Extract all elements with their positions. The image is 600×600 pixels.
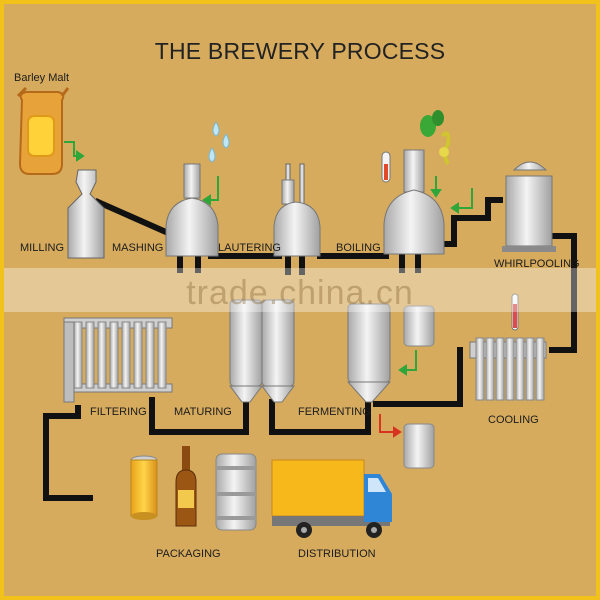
label-whirlpooling: WHIRLPOOLING <box>494 258 580 270</box>
keg-icon <box>215 453 257 531</box>
label-distribution: DISTRIBUTION <box>298 548 376 560</box>
arrow-hops-to-boiling-icon <box>450 188 473 214</box>
mash-tun-icon <box>165 163 219 257</box>
barley-malt-sack-icon <box>16 86 70 175</box>
whirlpool-tank-icon <box>502 161 556 252</box>
yeast-canister-icon <box>403 305 435 347</box>
arrow-malt-to-milling-icon <box>64 141 85 162</box>
pipes <box>43 197 577 501</box>
pipe-boiling-to-whirlpool <box>429 197 503 247</box>
arrow-fermenting-out-icon <box>379 414 402 438</box>
label-lautering: LAUTERING <box>218 242 281 254</box>
pipe-cooling-to-fermenting <box>373 347 463 407</box>
arrow-water-to-mashing-icon <box>202 176 219 206</box>
label-packaging: PACKAGING <box>156 548 221 560</box>
delivery-truck-icon <box>271 459 392 538</box>
hops-icon <box>420 110 451 166</box>
label-boiling: BOILING <box>336 242 381 254</box>
pipe-filtering-to-packaging <box>43 405 93 501</box>
arrow-kettle-down-icon <box>430 176 442 198</box>
diagram-canvas <box>16 86 577 538</box>
watermark-band <box>4 268 596 312</box>
pipe-milling-to-mashing <box>94 198 170 236</box>
pipe-maturing-to-filtering <box>149 397 249 435</box>
label-fermenting: FERMENTING <box>298 406 371 418</box>
mill-icon <box>67 169 105 259</box>
diagram-title: THE BREWERY PROCESS <box>154 38 446 64</box>
label-cooling: COOLING <box>488 414 539 426</box>
water-drops-icon <box>208 121 230 163</box>
lauter-tun-icon <box>273 163 321 257</box>
label-mashing: MASHING <box>112 242 164 254</box>
maturing-tanks-icon <box>229 299 295 403</box>
yeast-bucket-icon <box>403 423 435 469</box>
filter-press-icon <box>63 317 173 403</box>
pipe-fermenting-to-maturing <box>269 397 371 435</box>
label-maturing: MATURING <box>174 406 232 418</box>
watermark-text: trade.china.cn <box>186 274 414 312</box>
arrow-canister-to-fermenting-icon <box>398 350 417 376</box>
label-barley-malt: Barley Malt <box>14 72 70 84</box>
label-filtering: FILTERING <box>90 406 147 418</box>
beer-can-icon <box>130 455 158 520</box>
pipe-whirlpool-to-cooling <box>546 233 577 353</box>
boil-kettle-icon <box>383 149 445 255</box>
fermenter-tank-icon <box>346 303 392 403</box>
beer-bottle-icon <box>175 446 197 527</box>
label-milling: MILLING <box>20 242 65 254</box>
thermometer-icon <box>381 151 391 183</box>
cooler-icon <box>469 293 547 401</box>
